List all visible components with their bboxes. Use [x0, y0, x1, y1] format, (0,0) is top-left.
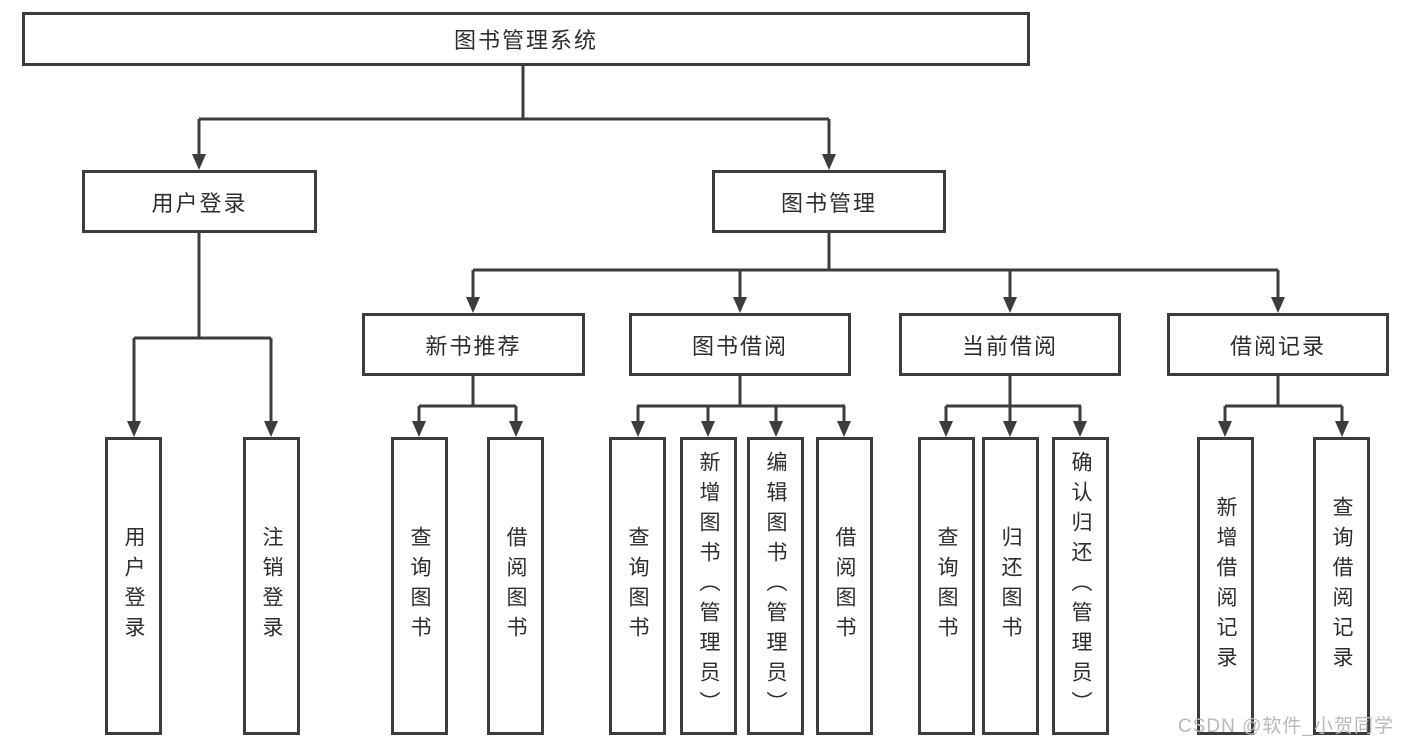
- leaf-add-borrow-record-label: 新增借阅记录: [1214, 496, 1238, 676]
- node-current-borrowing: 当前借阅: [899, 313, 1121, 376]
- leaf-edit-book-admin-label: 编辑图书（管理员）: [764, 451, 788, 721]
- leaf-query-books-current-label: 查询图书: [935, 526, 959, 646]
- leaf-query-books-current: 查询图书: [918, 437, 975, 735]
- leaf-confirm-return-admin: 确认归还（管理员）: [1052, 437, 1109, 735]
- leaf-return-book: 归还图书: [982, 437, 1039, 735]
- leaf-logout: 注销登录: [243, 437, 300, 735]
- leaf-add-book-admin: 新增图书（管理员）: [680, 437, 737, 735]
- node-book-management: 图书管理: [712, 170, 946, 233]
- leaf-edit-book-admin: 编辑图书（管理员）: [747, 437, 804, 735]
- leaf-query-books-recommend: 查询图书: [391, 437, 448, 735]
- leaf-borrow-books-label: 借阅图书: [833, 526, 857, 646]
- leaf-user-login-label: 用户登录: [122, 526, 146, 646]
- node-book-borrowing: 图书借阅: [629, 313, 851, 376]
- node-borrowing-records: 借阅记录: [1167, 313, 1389, 376]
- leaf-return-book-label: 归还图书: [999, 526, 1023, 646]
- leaf-user-login: 用户登录: [105, 437, 162, 735]
- leaf-query-books-borrow: 查询图书: [609, 437, 666, 735]
- leaf-add-borrow-record: 新增借阅记录: [1197, 437, 1254, 735]
- leaf-query-borrow-record: 查询借阅记录: [1313, 437, 1370, 735]
- csdn-watermark: CSDN @软件_小贺同学: [1178, 716, 1394, 737]
- leaf-query-borrow-record-label: 查询借阅记录: [1330, 496, 1354, 676]
- leaf-add-book-admin-label: 新增图书（管理员）: [697, 451, 721, 721]
- node-user-login: 用户登录: [82, 170, 317, 233]
- leaf-confirm-return-admin-label: 确认归还（管理员）: [1069, 451, 1093, 721]
- leaf-borrow-books-recommend: 借阅图书: [487, 437, 544, 735]
- leaf-query-books-borrow-label: 查询图书: [626, 526, 650, 646]
- leaf-borrow-books-recommend-label: 借阅图书: [504, 526, 528, 646]
- leaf-query-books-recommend-label: 查询图书: [408, 526, 432, 646]
- node-new-book-recommend: 新书推荐: [362, 313, 585, 376]
- leaf-logout-label: 注销登录: [260, 526, 284, 646]
- node-library-management-system: 图书管理系统: [22, 12, 1030, 66]
- leaf-borrow-books: 借阅图书: [816, 437, 873, 735]
